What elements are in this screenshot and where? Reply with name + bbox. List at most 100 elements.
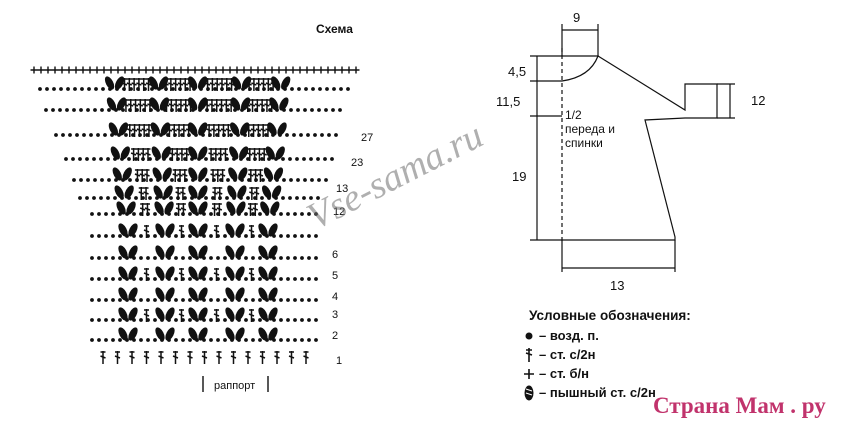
puff-stitch-icon bbox=[230, 122, 240, 136]
chain-dot-icon bbox=[320, 133, 324, 137]
chain-dot-icon bbox=[188, 234, 192, 238]
chain-dot-icon bbox=[174, 212, 178, 216]
double-crochet-icon bbox=[216, 203, 223, 216]
double-crochet-icon bbox=[217, 187, 223, 200]
puff-stitch-icon bbox=[198, 146, 208, 160]
puff-stitch-icon bbox=[112, 167, 122, 181]
chain-dot-icon bbox=[90, 212, 94, 216]
chain-dot-icon bbox=[260, 157, 264, 161]
double-crochet-icon bbox=[244, 99, 251, 112]
puff-stitch-icon bbox=[268, 245, 278, 259]
chain-dot-icon bbox=[188, 256, 192, 260]
double-crochet-icon bbox=[175, 203, 182, 216]
single-crochet-icon bbox=[296, 66, 304, 74]
chain-dot-icon bbox=[209, 298, 213, 302]
chain-dot-icon bbox=[45, 87, 49, 91]
chain-dot-icon bbox=[111, 318, 115, 322]
chain-dot-icon bbox=[258, 298, 262, 302]
puff-stitch-icon bbox=[268, 327, 278, 341]
double-crochet-icon bbox=[158, 351, 164, 364]
puff-stitch-icon bbox=[235, 307, 245, 321]
single-crochet-icon bbox=[142, 66, 150, 74]
puff-stitch-icon bbox=[269, 97, 279, 111]
double-crochet-icon bbox=[259, 351, 266, 364]
double-crochet-icon bbox=[222, 148, 229, 161]
chain-dot-icon bbox=[90, 234, 94, 238]
chain-dot-icon bbox=[132, 212, 136, 216]
puff-stitch-icon bbox=[281, 76, 291, 90]
row-label: 13 bbox=[336, 183, 349, 195]
chain-dot-icon bbox=[97, 234, 101, 238]
double-crochet-icon bbox=[265, 78, 272, 91]
chain-dot-icon bbox=[304, 87, 308, 91]
double-crochet-icon bbox=[211, 203, 218, 216]
single-crochet-icon bbox=[86, 66, 94, 74]
single-crochet-icon bbox=[254, 66, 262, 74]
double-crochet-icon bbox=[178, 225, 185, 238]
puff-stitch-icon bbox=[150, 122, 160, 136]
chain-dot-icon bbox=[293, 256, 297, 260]
chain-dot-icon bbox=[111, 277, 115, 281]
chain-dot-icon bbox=[174, 338, 178, 342]
puff-stitch-icon bbox=[260, 201, 270, 215]
chain-dot-icon bbox=[188, 212, 192, 216]
chain-dot-icon bbox=[100, 178, 104, 182]
double-crochet-icon bbox=[210, 169, 216, 182]
chain-dot-icon bbox=[324, 108, 328, 112]
puff-stitch-icon bbox=[128, 223, 138, 237]
chain-dot-icon bbox=[118, 318, 122, 322]
chain-dot-icon bbox=[288, 157, 292, 161]
double-crochet-icon bbox=[248, 225, 255, 238]
legend-item: – ст. с/2н bbox=[519, 345, 691, 364]
double-crochet-icon bbox=[204, 99, 210, 112]
chain-dot-icon bbox=[279, 277, 283, 281]
chain-dot-icon bbox=[85, 196, 89, 200]
chain-dot-icon bbox=[316, 157, 320, 161]
single-crochet-icon bbox=[114, 66, 122, 74]
chain-dot-icon bbox=[204, 196, 208, 200]
puff-stitch-icon bbox=[198, 185, 208, 199]
single-crochet-icon bbox=[303, 66, 311, 74]
chain-dot-icon bbox=[246, 157, 250, 161]
chain-dot-icon bbox=[99, 196, 103, 200]
double-crochet-icon bbox=[257, 169, 264, 182]
scheme-title: Схема bbox=[316, 22, 353, 36]
puff-stitch-icon bbox=[268, 266, 278, 280]
single-crochet-icon bbox=[184, 66, 192, 74]
chain-dot-icon bbox=[100, 108, 104, 112]
chain-dot-icon bbox=[86, 178, 90, 182]
chain-dot-icon bbox=[79, 178, 83, 182]
chain-dot-icon bbox=[227, 87, 231, 91]
chain-dot-icon bbox=[285, 133, 289, 137]
chain-dot-icon bbox=[258, 256, 262, 260]
puff-stitch-icon bbox=[188, 287, 198, 301]
double-crochet-icon bbox=[129, 351, 135, 364]
chain-dot-icon bbox=[111, 234, 115, 238]
chain-dot-icon bbox=[153, 318, 157, 322]
chain-dot-icon bbox=[97, 256, 101, 260]
chain-dot-icon bbox=[86, 108, 90, 112]
chain-dot-icon bbox=[314, 298, 318, 302]
puff-stitch-icon bbox=[275, 146, 285, 160]
chain-dot-icon bbox=[54, 133, 58, 137]
chain-dot-icon bbox=[286, 277, 290, 281]
chain-dot-icon bbox=[96, 133, 100, 137]
puff-stitch-icon bbox=[106, 97, 117, 111]
chain-dot-icon bbox=[300, 277, 304, 281]
puff-stitch-icon bbox=[235, 287, 245, 301]
single-crochet-icon bbox=[261, 66, 269, 74]
double-crochet-icon bbox=[519, 346, 539, 364]
puff-stitch-icon bbox=[118, 223, 128, 237]
chain-dot-icon bbox=[188, 338, 192, 342]
puff-stitch-icon bbox=[235, 266, 245, 280]
chain-dot-icon bbox=[223, 212, 227, 216]
double-crochet-icon bbox=[252, 203, 259, 216]
chain-dot-icon bbox=[313, 133, 317, 137]
chain-dot-icon bbox=[148, 196, 152, 200]
single-crochet-icon bbox=[317, 66, 325, 74]
double-crochet-icon bbox=[179, 148, 185, 161]
chain-dot-icon bbox=[323, 157, 327, 161]
double-crochet-icon bbox=[139, 203, 146, 216]
chain-dot-icon bbox=[139, 338, 143, 342]
puff-stitch-icon bbox=[118, 287, 128, 301]
